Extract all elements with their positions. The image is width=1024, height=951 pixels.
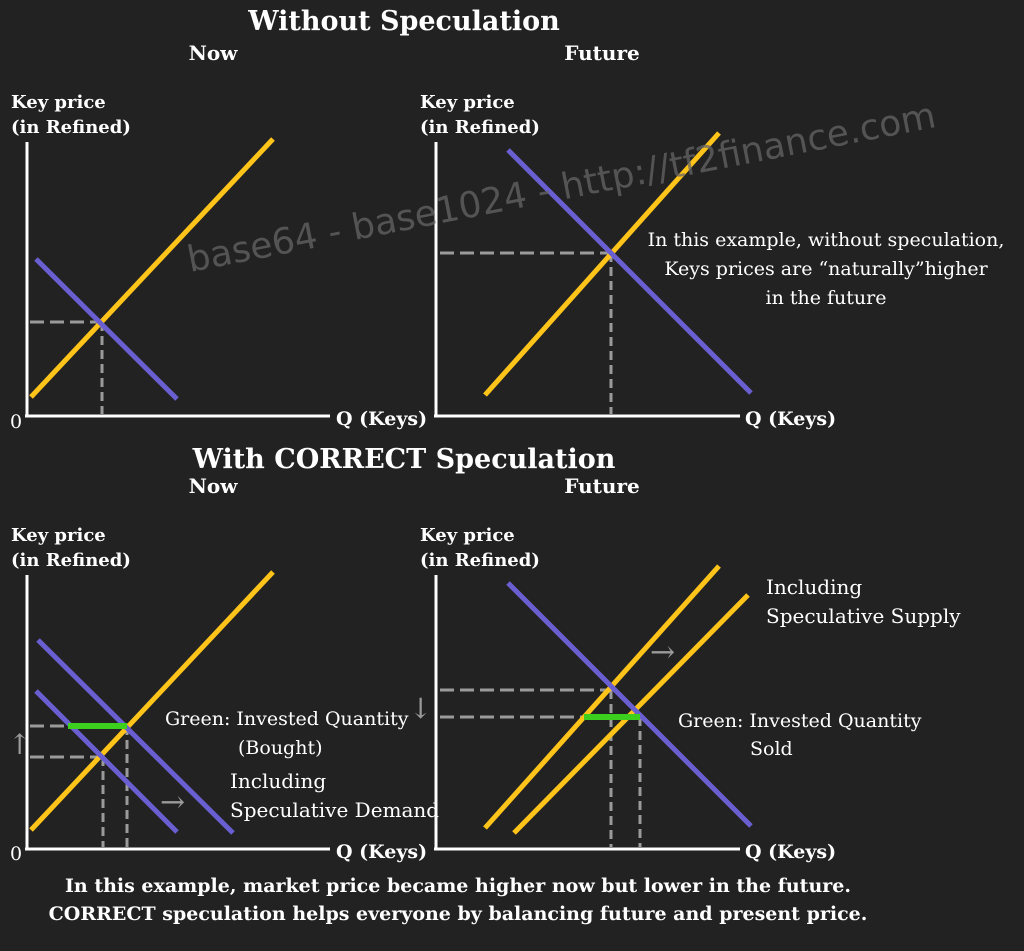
demand-curve bbox=[506, 148, 753, 395]
spec-supply-label-line2: Speculative Supply bbox=[766, 604, 961, 628]
demand-curve bbox=[34, 257, 179, 401]
title-without-speculation: Without Speculation bbox=[247, 6, 560, 37]
x-axis-label: Q (Keys) bbox=[745, 841, 836, 863]
up-arrow-icon: ↑ bbox=[8, 728, 31, 761]
panel-future-with: Key price (in Refined) Q (Keys) ↓ → Incl… bbox=[409, 525, 961, 863]
panel-future-without: Key price (in Refined) Q (Keys) In this … bbox=[420, 92, 1004, 430]
origin-label: 0 bbox=[10, 411, 22, 433]
speculative-demand-curve bbox=[36, 638, 235, 835]
right-arrow-icon: → bbox=[160, 785, 185, 820]
y-axis-label: Key price bbox=[420, 525, 515, 546]
label-now-bottom: Now bbox=[189, 474, 239, 498]
supply-curve bbox=[29, 137, 275, 399]
right-arrow-icon: → bbox=[650, 635, 675, 670]
demand-curve bbox=[506, 581, 753, 828]
label-future-top: Future bbox=[564, 41, 639, 65]
spec-demand-label-line1: Including bbox=[230, 769, 326, 793]
x-axis-label: Q (Keys) bbox=[336, 408, 427, 430]
label-future-bottom: Future bbox=[564, 474, 639, 498]
bought-label-line2: (Bought) bbox=[238, 737, 323, 759]
y-axis-label: Key price bbox=[11, 525, 106, 546]
footer-line1: In this example, market price became hig… bbox=[65, 875, 851, 897]
demand-curve bbox=[34, 689, 179, 834]
sold-label-line2: Sold bbox=[750, 738, 793, 760]
y-axis-label-unit: (in Refined) bbox=[420, 117, 540, 138]
supply-curve bbox=[29, 570, 275, 832]
title-with-speculation: With CORRECT Speculation bbox=[192, 444, 616, 475]
future-note-line1: In this example, without speculation, bbox=[648, 229, 1005, 251]
future-note-line3: in the future bbox=[766, 287, 887, 309]
bought-label-line1: Green: Invested Quantity bbox=[165, 708, 409, 730]
panel-now-with: Key price (in Refined) 0 Q (Keys) ↑ → Gr… bbox=[8, 525, 439, 865]
supply-curve bbox=[483, 131, 721, 397]
y-axis-label-unit: (in Refined) bbox=[11, 117, 131, 138]
label-now-top: Now bbox=[189, 41, 239, 65]
y-axis-label-unit: (in Refined) bbox=[11, 550, 131, 571]
spec-supply-label-line1: Including bbox=[766, 575, 862, 599]
supply-curve bbox=[483, 564, 721, 830]
panel-now-without: Key price (in Refined) 0 Q (Keys) bbox=[10, 92, 427, 433]
y-axis-label: Key price bbox=[11, 92, 106, 113]
x-axis-label: Q (Keys) bbox=[745, 408, 836, 430]
sold-label-line1: Green: Invested Quantity bbox=[678, 710, 922, 732]
origin-label: 0 bbox=[10, 843, 22, 865]
x-axis-label: Q (Keys) bbox=[336, 841, 427, 863]
future-note-line2: Keys prices are “naturally”higher bbox=[664, 258, 988, 280]
down-arrow-icon: ↓ bbox=[409, 692, 432, 725]
y-axis-label: Key price bbox=[420, 92, 515, 113]
spec-demand-label-line2: Speculative Demand bbox=[230, 798, 439, 822]
footer-line2: CORRECT speculation helps everyone by ba… bbox=[49, 903, 868, 925]
y-axis-label-unit: (in Refined) bbox=[420, 550, 540, 571]
